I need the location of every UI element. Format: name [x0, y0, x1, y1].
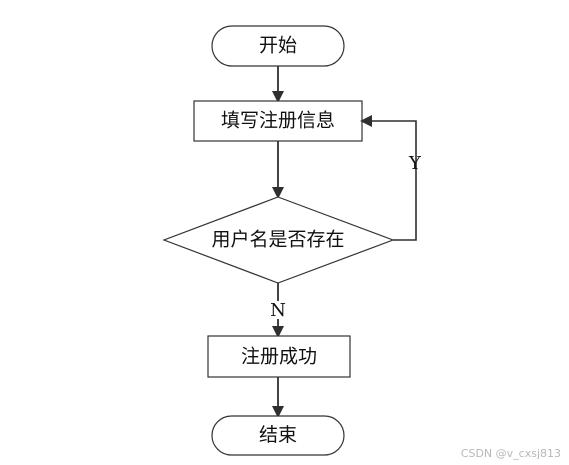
- start-node: 开始: [211, 25, 345, 67]
- fill-info-node: 填写注册信息: [193, 100, 363, 142]
- end-label: 结束: [259, 424, 297, 446]
- start-label: 开始: [259, 35, 297, 57]
- yes-label: Y: [408, 153, 422, 174]
- fill-info-label: 填写注册信息: [221, 110, 335, 132]
- no-label-background: [268, 301, 288, 319]
- end-node: 结束: [211, 415, 345, 456]
- check-node: 用户名是否存在: [162, 196, 395, 284]
- success-node: 注册成功: [207, 335, 351, 378]
- success-label: 注册成功: [241, 346, 317, 368]
- check-label: 用户名是否存在: [211, 229, 344, 251]
- no-label: N: [270, 300, 286, 321]
- csdn-watermark: CSDN @v_cxsj813: [460, 447, 561, 460]
- arrow-yes-loop: [360, 115, 417, 241]
